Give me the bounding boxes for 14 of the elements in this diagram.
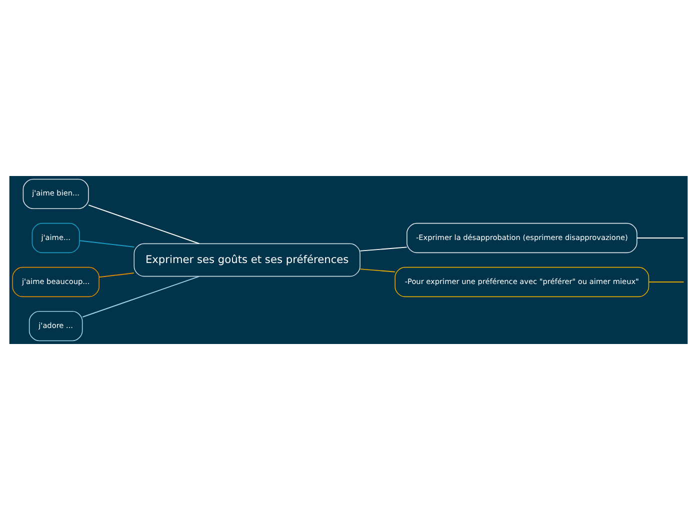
node-box: -Pour exprimer une préférence avec "préférer" ou aimer mieux" bbox=[394, 266, 650, 298]
connector bbox=[360, 246, 408, 252]
node-box: -Exprimer la désapprobation (esprimere disapprovazione) bbox=[406, 222, 638, 254]
node-box: j'aime bien... bbox=[22, 178, 89, 210]
connector bbox=[88, 204, 200, 244]
connector bbox=[98, 272, 134, 278]
node-box: j'aime... bbox=[32, 222, 80, 254]
connector bbox=[636, 237, 684, 238]
connector bbox=[82, 276, 200, 318]
node-box: Exprimer ses goûts et ses préférences bbox=[134, 243, 360, 277]
node-box: j'adore ... bbox=[28, 310, 83, 342]
connector bbox=[79, 240, 135, 248]
node-box: j'aime beaucoup... bbox=[12, 266, 100, 298]
connector bbox=[360, 268, 396, 272]
